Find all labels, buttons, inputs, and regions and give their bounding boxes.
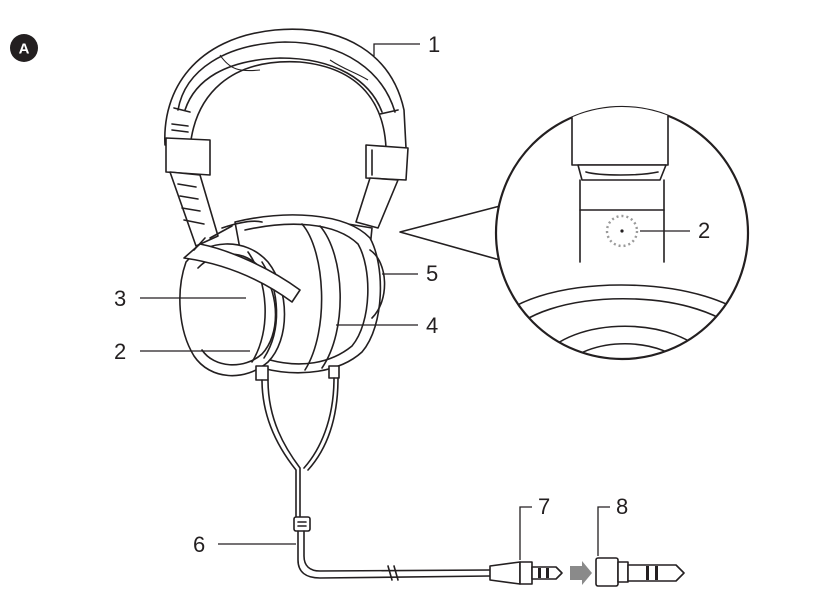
- cable-hanger: [369, 249, 386, 319]
- left-slider: [165, 123, 219, 247]
- right-slider: [355, 144, 409, 229]
- callout-2-zoom: 2: [698, 218, 710, 243]
- badge-label: A: [19, 41, 30, 58]
- mini-plug: [489, 561, 563, 585]
- adapter-arrow: [570, 561, 592, 585]
- callout-1: 1: [428, 32, 440, 57]
- headband: [164, 28, 407, 149]
- callout-6: 6: [193, 532, 205, 557]
- zoom-inset: [399, 105, 750, 361]
- callout-3: 3: [114, 286, 126, 311]
- yoke-arm: [183, 220, 301, 303]
- callout-7: 7: [538, 494, 550, 519]
- cable: [261, 377, 491, 581]
- adapter-plug: [595, 557, 685, 587]
- headphones: [164, 28, 685, 587]
- callout-2-cup: 2: [114, 339, 126, 364]
- callout-5: 5: [426, 261, 438, 286]
- figure-badge: A: [10, 34, 38, 62]
- callout-8: 8: [616, 494, 628, 519]
- callouts: 1 2 3 2 5 4 6 7 8: [114, 32, 710, 560]
- callout-4: 4: [426, 313, 438, 338]
